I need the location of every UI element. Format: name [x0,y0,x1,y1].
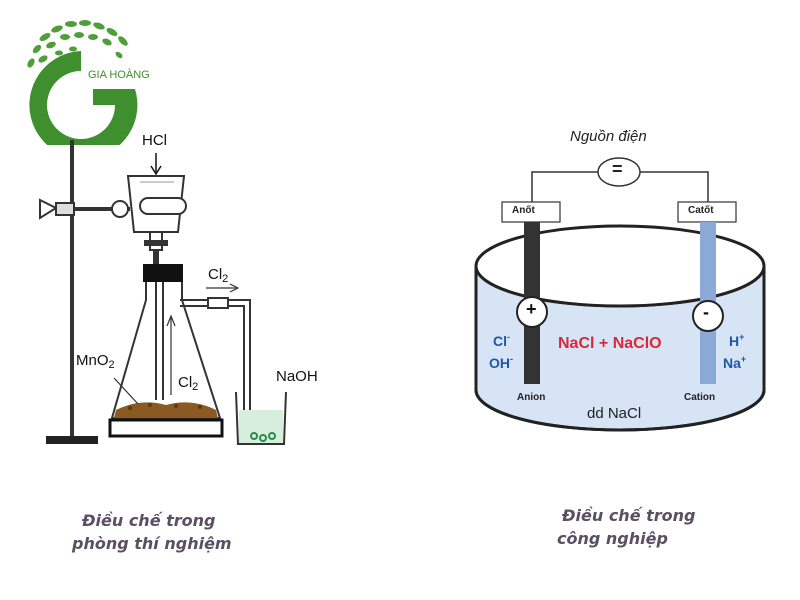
power-source-icon [597,157,641,187]
cation-label: Cation [684,392,716,403]
delivery-tube [180,283,251,430]
cation-h: H+ [729,332,745,349]
power-source-label: Nguồn điện [570,128,647,145]
anion-oh: OH- [489,354,513,371]
leaf-pattern-icon [27,20,128,68]
anion-label: Anion [517,392,546,403]
industry-caption-line2: công nghiệp [557,529,668,548]
hcl-label: HCl [142,132,167,149]
lab-caption-line1: Điều chế trong [82,511,216,530]
electrolysis-cell [474,157,766,432]
ring-stand [39,140,130,444]
power-source-symbol: = [612,159,623,179]
naoh-label: NaOH [276,368,318,385]
cl2-outlet-label: Cl2 [208,266,229,285]
anode-sign-circle [516,296,548,328]
lab-caption-line2: phòng thí nghiệm [72,534,232,553]
electrolysis-tank [474,224,766,432]
anode-sign: + [526,299,537,319]
naoh-beaker [235,391,287,445]
industry-caption-line1: Điều chế trong [562,506,696,525]
solution-label: dd NaCl [587,405,642,422]
products-label: NaCl + NaClO [558,335,662,352]
anode-label: Anốt [512,205,535,216]
dropping-funnel [126,153,187,264]
logo-g-shape [29,51,138,145]
cathode-sign: - [703,302,709,322]
cl2-inner-label: Cl2 [178,374,199,393]
cathode-label: Catốt [688,205,714,216]
gia-hoang-logo [27,20,138,145]
cathode-sign-circle [692,300,724,332]
conical-flask [108,264,224,438]
cation-na: Na+ [723,354,747,371]
anion-cl: Cl- [493,332,510,349]
mno2-label: MnO2 [76,352,115,371]
circuit-wires [501,157,737,223]
lab-apparatus [39,140,287,445]
logo-text: GIA HOÀNG [88,69,150,81]
